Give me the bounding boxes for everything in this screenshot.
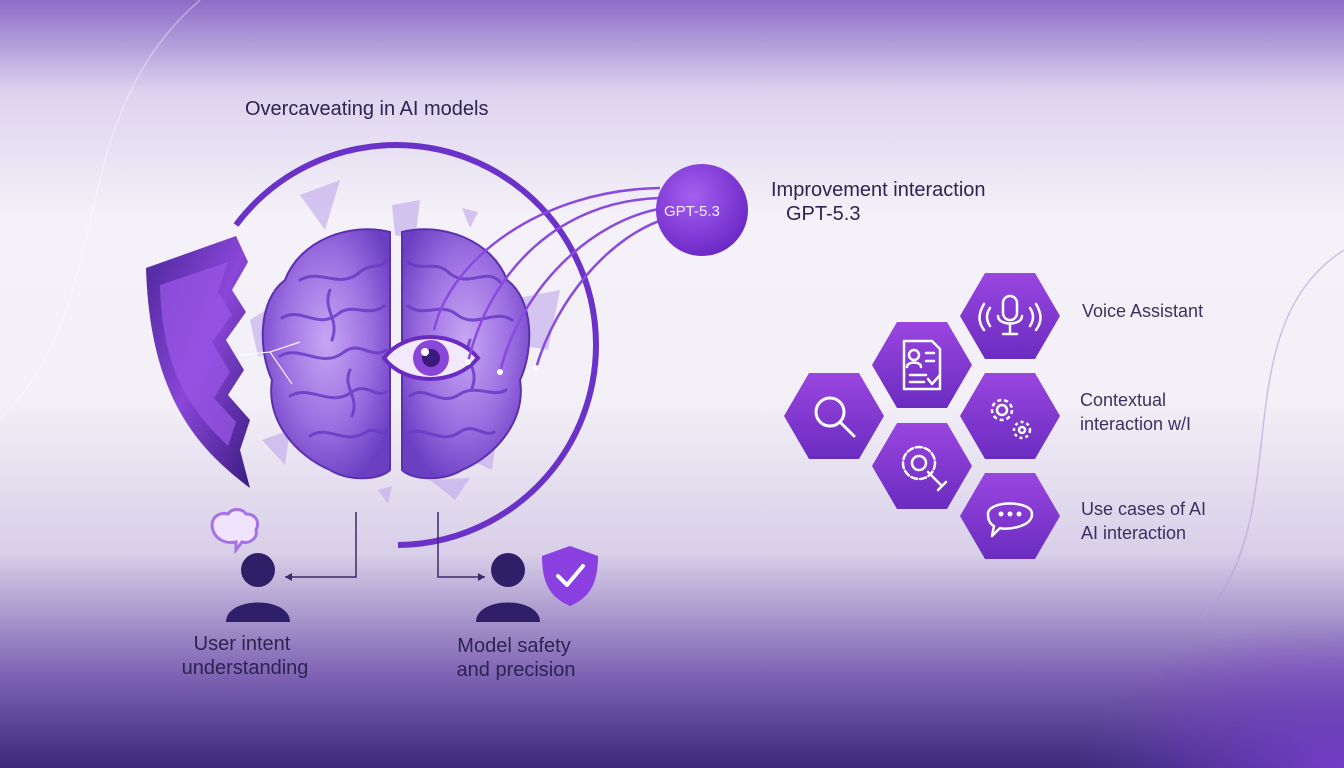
hex-document xyxy=(872,322,972,408)
hex-chat xyxy=(960,473,1060,559)
eye-icon xyxy=(381,335,481,381)
hex-label-usecases-2: AI interaction xyxy=(1081,523,1187,543)
page-title: Overcaveating in AI models xyxy=(245,98,489,120)
hex-label-contextual-1: Contextual xyxy=(1080,390,1167,410)
person1-line1: User intent xyxy=(193,633,291,655)
search-icon xyxy=(814,396,856,438)
hexagon-grid xyxy=(784,273,1060,559)
hex-label-voice: Voice Assistant xyxy=(1082,301,1204,321)
document-icon xyxy=(902,339,942,391)
person-icon xyxy=(476,553,540,622)
ring-arc xyxy=(233,142,599,548)
hex-label-usecases-1: Use cases of AI xyxy=(1081,499,1207,519)
hex-gears xyxy=(960,373,1060,459)
person2-line1: Model safety xyxy=(457,635,571,657)
improvement-line1: Improvement interaction xyxy=(771,179,986,201)
improvement-line2: GPT-5.3 xyxy=(786,203,861,225)
settings-wrench-icon xyxy=(901,445,948,492)
person1-line2: understanding xyxy=(181,657,309,679)
person2-line2: and precision xyxy=(456,659,576,681)
gpt-node xyxy=(656,164,748,256)
hex-voice xyxy=(960,273,1060,359)
speech-bubble-icon xyxy=(210,508,260,555)
hex-label-contextual-2: interaction w/I xyxy=(1080,414,1192,434)
person-icon xyxy=(226,553,290,622)
hex-settings xyxy=(872,423,972,509)
hex-search xyxy=(784,373,884,459)
microphone-icon xyxy=(978,294,1042,336)
broken-shield xyxy=(146,236,250,488)
gpt-node-label: GPT-5.3 xyxy=(664,203,720,220)
gears-icon xyxy=(990,398,1032,440)
shield-check-icon xyxy=(542,546,598,606)
chat-icon xyxy=(986,502,1034,538)
